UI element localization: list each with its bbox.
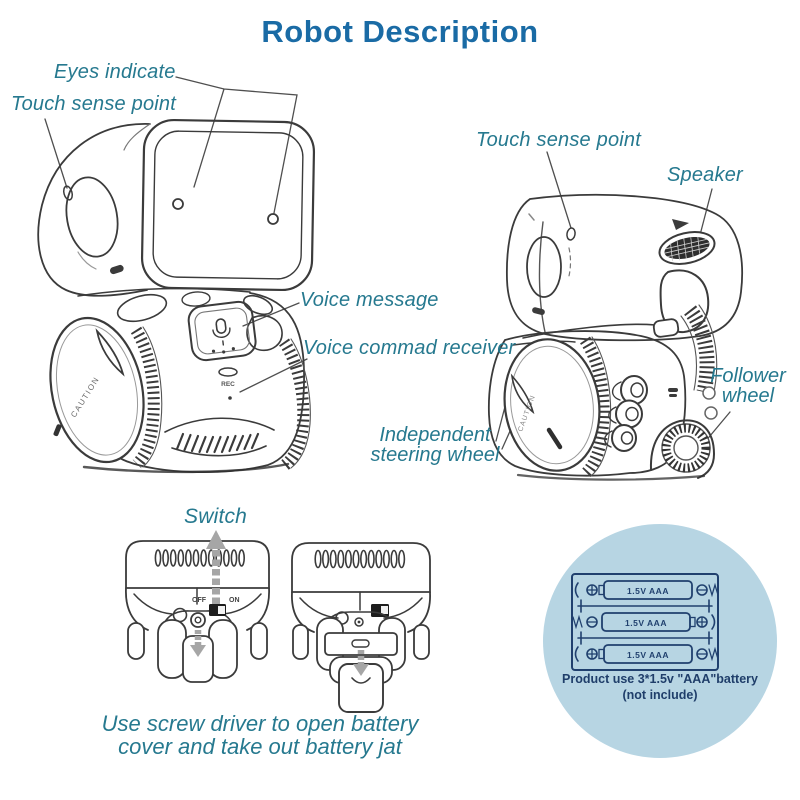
voice-panel xyxy=(187,300,257,362)
left-eye xyxy=(172,198,184,210)
page-title: Robot Description xyxy=(261,14,539,49)
off-label: OFF xyxy=(192,597,207,604)
label-independent-line1: Independent xyxy=(379,424,491,446)
touch-right-leader xyxy=(546,151,572,229)
touch-point-mark xyxy=(62,185,74,201)
label-follower-wheel-line1: Follower xyxy=(710,365,786,387)
battery-note-line1: Product use 3*1.5v "AAA"battery xyxy=(562,672,758,686)
label-independent-line2: steering wheel xyxy=(370,444,500,466)
label-independent-steering-wheel: Independent steering wheel xyxy=(364,425,506,465)
robot-front-illustration: CAUTION REC xyxy=(37,118,316,474)
front-left-wheel xyxy=(49,316,145,464)
label-touch-sense-left: Touch sense point xyxy=(11,93,177,115)
screw xyxy=(190,612,206,628)
eyes-leader xyxy=(175,76,298,214)
vent-slots-2 xyxy=(314,549,406,569)
rec-text: REC xyxy=(221,381,235,388)
footer-line2: cover and take out battery jat xyxy=(118,734,402,759)
battery-cell-label-2: 1.5V AAA xyxy=(625,618,667,628)
battery-note: Product use 3*1.5v "AAA"battery (not inc… xyxy=(540,671,780,703)
battery-note-line2: (not include) xyxy=(622,688,698,702)
robot-side-illustration: CAUTION xyxy=(487,193,744,481)
bay-down-arrow xyxy=(353,650,369,676)
on-label: ON xyxy=(229,597,240,604)
label-follower-wheel: Follower wheel xyxy=(700,366,796,406)
touch-point-mark-side xyxy=(566,227,576,241)
voice-command-leader xyxy=(239,358,308,393)
label-follower-wheel-line2: wheel xyxy=(721,385,775,407)
microphone-icon xyxy=(215,318,227,334)
footer-instruction: Use screw driver to open battery cover a… xyxy=(50,712,470,758)
vent-slots xyxy=(154,549,245,567)
battery-bay xyxy=(324,632,398,656)
label-eyes-indicate: Eyes indicate xyxy=(54,61,176,83)
footer-line1: Use screw driver to open battery xyxy=(101,711,419,736)
touch-left-leader xyxy=(44,118,68,189)
label-voice-message: Voice message xyxy=(300,289,439,311)
bottom-view-battery xyxy=(291,542,431,713)
speaker-grille xyxy=(658,231,716,265)
battery-holder xyxy=(571,573,719,671)
bottom-view-switch: OFF ON xyxy=(125,530,270,683)
follower-wheel xyxy=(661,423,711,473)
battery-cell-label-3: 1.5V AAA xyxy=(627,650,669,660)
right-eye xyxy=(267,213,279,225)
battery-cell-label-1: 1.5V AAA xyxy=(627,586,669,596)
eyes-leader-2 xyxy=(193,88,225,188)
label-touch-sense-right: Touch sense point xyxy=(476,129,642,151)
label-speaker: Speaker xyxy=(667,164,743,186)
battery-info-circle: 1.5V AAA 1.5V AAA 1.5V AAA xyxy=(543,524,777,758)
speaker-leader xyxy=(699,188,713,236)
switch-up-arrow xyxy=(206,530,226,604)
label-switch: Switch xyxy=(184,505,248,528)
label-voice-command-receiver: Voice commad receiver xyxy=(303,337,516,359)
steering-wheel xyxy=(503,338,601,472)
cover-down-arrow xyxy=(190,630,206,657)
screen-frame xyxy=(140,118,316,292)
